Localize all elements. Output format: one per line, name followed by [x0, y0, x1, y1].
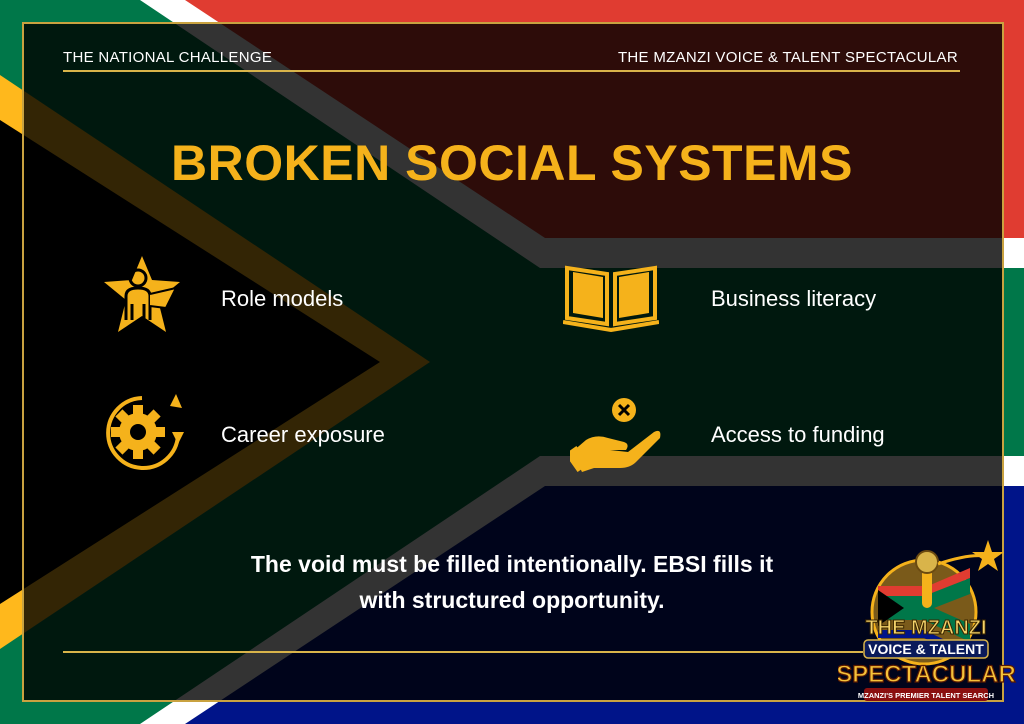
gear-cycle-icon	[106, 394, 184, 470]
header-right-label: THE MZANZI VOICE & TALENT SPECTACULAR	[617, 49, 958, 66]
top-divider	[63, 70, 960, 72]
item-label-career-exposure: Career exposure	[221, 422, 385, 447]
tagline-line-1: The void must be filled intentionally. E…	[250, 551, 774, 577]
item-label-access-to-funding: Access to funding	[711, 422, 885, 447]
item-label-role-models: Role models	[221, 286, 344, 311]
hand-coin-x-icon	[570, 398, 661, 472]
badge-line-1: THE MZANZI	[865, 617, 986, 639]
bottom-divider	[63, 651, 863, 653]
page-title: BROKEN SOCIAL SYSTEMS	[171, 135, 853, 191]
content-panel	[22, 22, 1004, 702]
header-left-label: THE NATIONAL CHALLENGE	[63, 49, 273, 66]
badge-line-2: VOICE & TALENT	[868, 641, 984, 657]
spectacular-logo-badge: THE MZANZI VOICE & TALENT SPECTACULAR MZ…	[838, 540, 1016, 701]
tagline: The void must be filled intentionally. E…	[180, 546, 844, 618]
tagline-line-2: with structured opportunity.	[359, 587, 665, 613]
badge-line-3: SPECTACULAR	[838, 661, 1016, 688]
badge-line-4: MZANZI'S PREMIER TALENT SEARCH	[858, 691, 994, 700]
item-label-business-literacy: Business literacy	[711, 286, 877, 311]
open-book-icon	[563, 265, 659, 332]
person-star-icon	[104, 256, 180, 332]
